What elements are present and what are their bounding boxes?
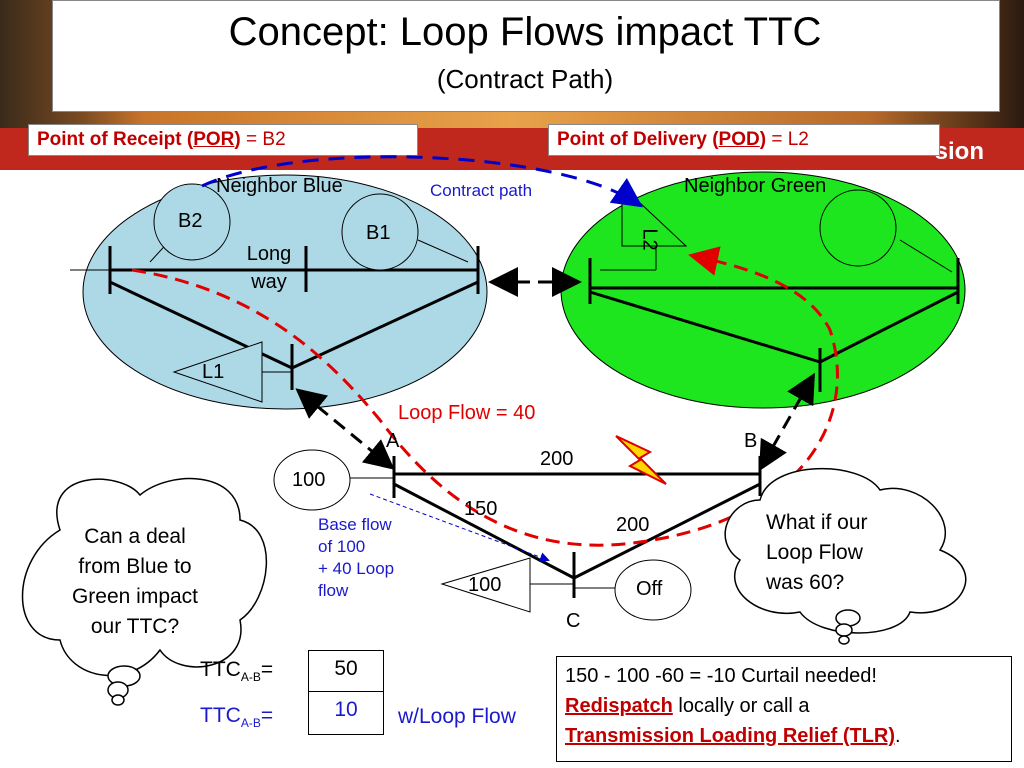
ttc-loop-label: TTCA-B= [200,704,274,731]
base-flow-arrow [369,493,550,562]
off-circle [614,559,692,621]
cloud-right [724,467,967,645]
long-way-label: Long way [246,243,292,293]
abc-network [350,456,762,598]
lightning-icon [615,435,667,485]
note-line3: Transmission Loading Relief (TLR). [565,725,901,747]
contract-path-arrow [201,155,643,208]
line-bc-label: 200 [616,514,650,536]
neighbor-green-label: Neighbor Green [684,175,827,197]
cloud-left-text: Can a deal from Blue to Green impact our… [71,525,199,638]
green-bus-circle [819,189,897,267]
cloud-left [21,477,268,706]
ttc-label: TTCA-B= [200,658,274,685]
contract-path-label: Contract path [430,181,533,200]
wloop-label: w/Loop Flow [398,705,516,728]
tie-arrow-a [295,388,395,470]
load-l1-label: L1 [202,361,225,383]
loop-flow-label: Loop Flow = 40 [398,402,536,424]
node-a-label: A [386,430,400,452]
note-line1: 150 - 100 -60 = -10 Curtail needed! [565,665,877,687]
note-line2: Redispatch locally or call a [565,695,810,717]
off-label: Off [636,578,663,600]
line-ac-label: 150 [464,498,498,520]
neighbor-green-network [588,239,960,392]
bus-b1-circle [341,193,419,271]
page-title: Concept: Loop Flows impact TTC [228,10,822,54]
load-c-triangle [440,557,531,613]
load-l1-triangle [172,341,263,403]
ttc-loop-value-box: 10 [308,692,384,735]
pod-label: Point of Delivery (POD) = L2 [548,124,940,156]
base-flow-label: Base flow of 100 + 40 Loop flow [318,515,395,600]
gen-a-value: 100 [292,469,326,491]
bus-b2-circle [153,183,231,261]
title-box [52,0,1000,112]
por-label: Point of Receipt (POR) = B2 [28,124,418,156]
page-subtitle: (Contract Path) [436,64,614,94]
neighbor-blue-label: Neighbor Blue [216,175,343,197]
node-b-label: B [744,430,758,452]
load-c-value: 100 [468,574,502,596]
node-c-label: C [566,610,581,632]
cloud-right-text: What if our Loop Flow was 60? [766,511,868,594]
load-l2-label: L2 [638,228,661,251]
loop-flow-arrow [131,246,839,547]
gen-a-circle [273,449,351,511]
line-ab-label: 200 [540,448,574,470]
banner-word: sion [934,138,984,165]
tie-arrow-b [759,372,815,472]
bus-b2-label: B2 [178,210,203,232]
curtail-note: 150 - 100 -60 = -10 Curtail needed! Redi… [556,656,1012,762]
ttc-value-box: 50 [308,650,384,692]
bus-b1-label: B1 [366,222,391,244]
